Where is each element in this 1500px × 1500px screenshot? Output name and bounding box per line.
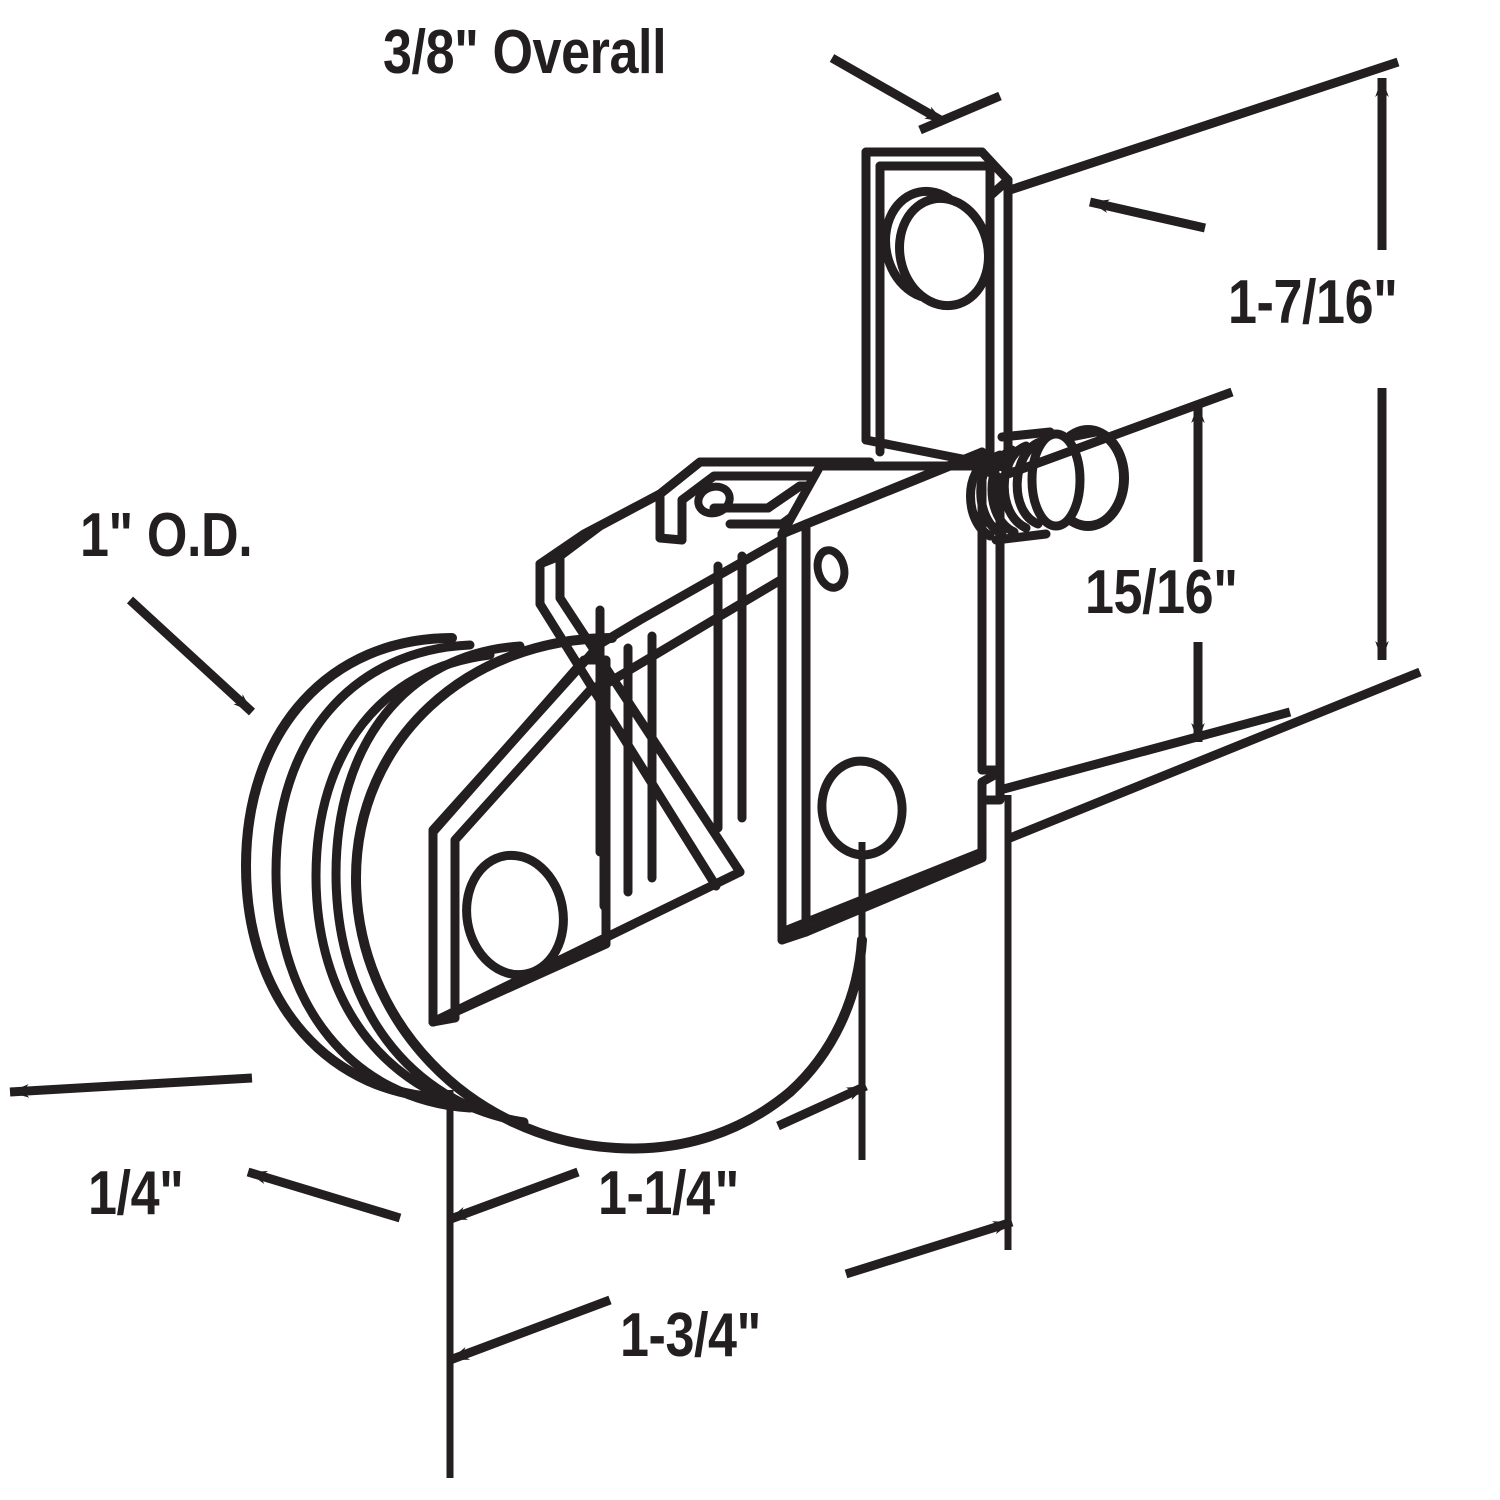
leader-wheel-od	[126, 596, 256, 716]
leader-overall-thickness	[829, 54, 947, 126]
leader-groove-right	[246, 1167, 402, 1223]
housing-plate-front	[428, 655, 745, 1027]
dim-label-wheel-od: 1" O.D.	[80, 501, 253, 570]
dim-center-to-back-left	[448, 1295, 612, 1365]
dim-label-housing-height: 15/16"	[1085, 558, 1238, 627]
housing-plate-rear	[535, 457, 875, 891]
ext-line-top	[1008, 57, 1400, 195]
dim-center-to-back-right	[844, 1217, 1014, 1279]
dim-label-overall-height: 1-7/16"	[1228, 268, 1398, 337]
roller-wheel	[241, 633, 867, 1154]
ext-line-bottom-housing	[998, 707, 1292, 795]
dim-label-center-to-edge: 1-1/4"	[598, 1159, 739, 1228]
dim-center-to-edge-left	[446, 1167, 580, 1225]
ext-line-bottom-overall	[1008, 667, 1422, 843]
dimension-lines	[9, 54, 1422, 1478]
dim-label-overall-thickness: 3/8" Overall	[383, 18, 667, 87]
housing-back-plate	[777, 447, 1005, 945]
dim-label-center-to-back: 1-3/4"	[620, 1301, 761, 1370]
mounting-tab	[861, 147, 1013, 473]
dim-label-groove-width: 1/4"	[88, 1159, 184, 1228]
leader-groove-left	[9, 1073, 253, 1098]
dim-center-to-edge-right	[776, 1081, 868, 1131]
part-outlines	[241, 147, 1129, 1154]
